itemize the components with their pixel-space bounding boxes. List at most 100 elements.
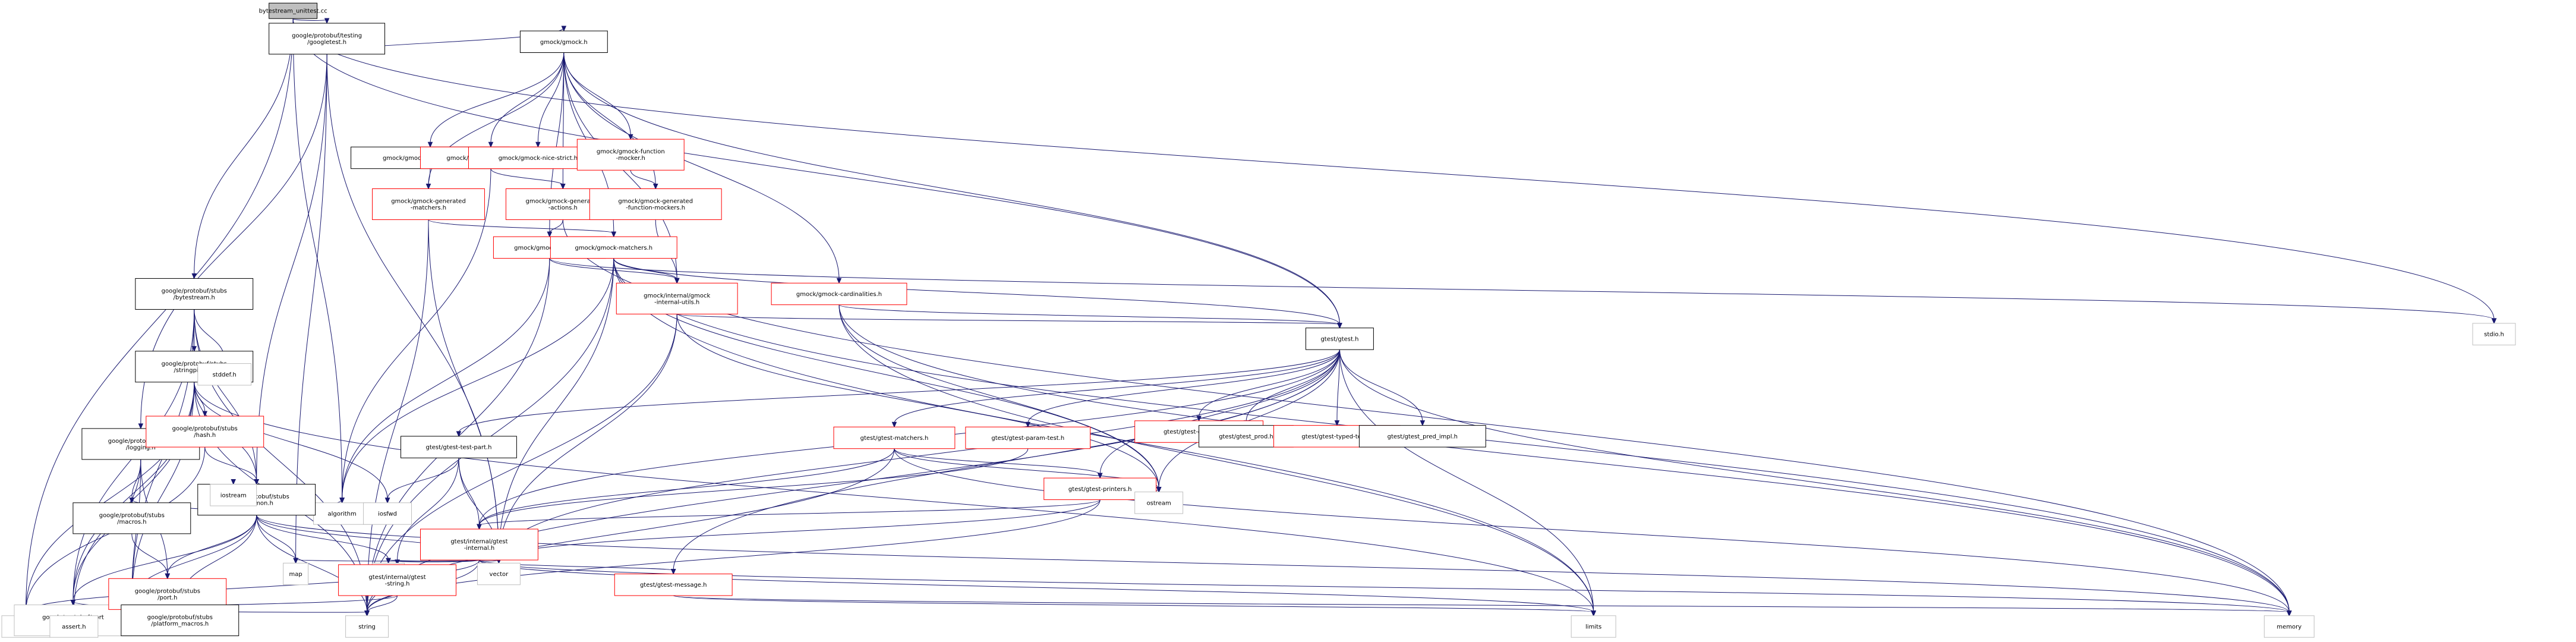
node-gtest[interactable]: gtest/gtest.h [1305, 328, 1374, 350]
node-gen_func_mockers[interactable]: gmock/gmock-generated-function-mockers.h [589, 188, 722, 221]
node-vector: vector [477, 562, 521, 586]
node-label: gtest/gtest-param-test.h [991, 435, 1064, 442]
node-label: google/protobuf/stubs [147, 615, 213, 621]
edge-gtest_internal-to-set [386, 558, 480, 564]
node-label: gmock/gmock-generated [618, 199, 693, 205]
node-map: map [283, 562, 309, 586]
node-label: /googletest.h [307, 39, 346, 46]
node-label: google/protobuf/testing [292, 33, 362, 39]
node-label: /port.h [157, 594, 177, 601]
edge-common-to-memory [256, 515, 2292, 617]
node-macros[interactable]: google/protobuf/stubs/macros.h [72, 502, 191, 534]
node-label: gtest/gtest_pred_impl.h [1388, 433, 1458, 440]
node-label: gmock/gmock-cardinalities.h [796, 291, 882, 298]
node-gen_matchers[interactable]: gmock/gmock-generated-matchers.h [372, 188, 485, 221]
node-label: -mocker.h [616, 155, 645, 162]
node-gtest_matchers[interactable]: gtest/gtest-matchers.h [833, 426, 956, 449]
node-label: iostream [220, 492, 247, 499]
node-iosfwd: iosfwd [363, 502, 412, 525]
node-label: gtest/gtest-printers.h [1068, 486, 1132, 493]
node-gtest_internal[interactable]: gtest/internal/gtest-internal.h [420, 528, 538, 561]
node-label: -internal.h [464, 545, 495, 552]
edge-more_matchers-to-gen_matchers [425, 168, 431, 190]
edge-actions-to-stdio [549, 258, 2497, 325]
node-label: memory [2277, 624, 2301, 630]
node-label: google/protobuf/stubs [135, 588, 200, 594]
edge-gen_actions-to-actions [547, 219, 563, 238]
node-port_h[interactable]: google/protobuf/stubs/port.h [108, 578, 227, 610]
edge-gen_actions-to-memory [562, 219, 2292, 617]
node-iostream: iostream [210, 484, 257, 506]
edge-test_part-to-iosfwd [384, 458, 459, 504]
edge-cardinalities-to-memory [838, 304, 2292, 617]
edge-cardinalities-to-gtest [838, 304, 1342, 329]
nodes-layer: bytestream_unittest.cc google/protobuf/te… [1, 2, 2516, 638]
node-label: /stringpiece.h [174, 367, 215, 374]
node-gtest_message[interactable]: gtest/gtest-message.h [614, 573, 733, 596]
edge-gmock-to-cardinalities [563, 52, 842, 284]
node-label: /bytestream.h [174, 294, 215, 301]
node-label: -actions.h [548, 205, 578, 212]
edge-hash-to-common [204, 447, 259, 485]
node-label: gmock/gmock-generated [391, 199, 466, 205]
edge-matchers-to-algorithm [339, 258, 614, 504]
node-cardinalities[interactable]: gmock/gmock-cardinalities.h [771, 282, 907, 306]
node-func_mocker[interactable]: gmock/gmock-function-mocker.h [576, 139, 685, 171]
node-googletest[interactable]: google/protobuf/testing/googletest.h [269, 23, 386, 55]
node-pred_impl[interactable]: gtest/gtest_pred_impl.h [1358, 425, 1486, 448]
node-label: google/protobuf/stubs [99, 512, 165, 519]
node-algorithm: algorithm [313, 502, 371, 525]
node-param_test[interactable]: gtest/gtest-param-test.h [965, 426, 1091, 449]
edge-macros-to-port_h [131, 533, 171, 580]
node-matchers[interactable]: gmock/gmock-matchers.h [550, 236, 677, 259]
edge-gtest_internal-to-gtest_string [395, 559, 480, 566]
node-label: /hash.h [194, 432, 216, 439]
edge-root-to-bytestream_h [191, 18, 294, 279]
node-memory: memory [2263, 615, 2315, 638]
edge-gmock-to-func_mocker [563, 52, 633, 140]
node-label: assert.h [62, 624, 86, 630]
edge-root-to-algorithm [292, 18, 345, 504]
node-bytestream_h[interactable]: google/protobuf/stubs/bytestream.h [135, 278, 254, 310]
node-label: gmock/gmock-generated [526, 199, 601, 205]
edge-internal_utils-to-ostream [676, 314, 1162, 493]
node-printers[interactable]: gtest/gtest-printers.h [1043, 477, 1157, 501]
node-label: -function-mockers.h [626, 205, 685, 212]
edge-internal_utils-to-vector [496, 314, 677, 564]
node-gmock[interactable]: gmock/gmock.h [519, 30, 608, 53]
node-label: google/protobuf/stubs [108, 438, 174, 445]
edge-matchers-to-internal_utils [613, 258, 680, 284]
edge-gmock-to-nice_strict [535, 52, 565, 148]
node-assert: assert.h [49, 615, 99, 638]
node-ostream: ostream [1134, 492, 1184, 514]
edge-gtest-to-param_test [1025, 350, 1340, 428]
edge-gtest-to-pred_impl [1339, 350, 1426, 426]
node-hash[interactable]: google/protobuf/stubs/hash.h [146, 416, 264, 448]
node-platform_macros[interactable]: google/protobuf/stubs/platform_macros.h [121, 605, 239, 637]
node-label: string [358, 624, 376, 630]
edge-gtest-to-typed_test [1334, 350, 1340, 426]
node-label: gtest/gtest_prod.h [1219, 433, 1273, 440]
node-label: -string.h [385, 581, 410, 587]
edge-test_part-to-gtest_internal [458, 458, 482, 530]
node-label: stddef.h [213, 372, 237, 378]
node-label: gtest/gtest.h [1320, 336, 1358, 342]
edge-gmock-to-more_actions [488, 52, 565, 148]
node-internal_utils[interactable]: gmock/internal/gmock-internal-utils.h [616, 282, 738, 314]
node-test_part[interactable]: gtest/gtest-test-part.h [401, 436, 517, 458]
node-label: google/protobuf/stubs [162, 288, 227, 294]
edge-gtest_message-to-limits [673, 595, 1596, 617]
node-label: gmock/internal/gmock [644, 292, 710, 299]
edge-gtest-to-test_part [456, 350, 1340, 438]
node-gtest_string[interactable]: gtest/internal/gtest-string.h [338, 564, 456, 596]
edge-root-to-gtest [292, 18, 1342, 329]
node-label: gmock/gmock-matchers.h [575, 245, 652, 251]
edges-layer [23, 18, 2497, 617]
node-label: gmock/gmock-nice-strict.h [499, 155, 578, 162]
edge-gtest-to-limits [1339, 350, 1596, 617]
edge-gtest_internal-to-gtest_message [478, 559, 676, 575]
node-root[interactable]: bytestream_unittest.cc [259, 2, 327, 19]
edge-gen_matchers-to-vector [428, 219, 502, 564]
node-label: gtest/gtest-typed-test.h [1301, 433, 1372, 440]
